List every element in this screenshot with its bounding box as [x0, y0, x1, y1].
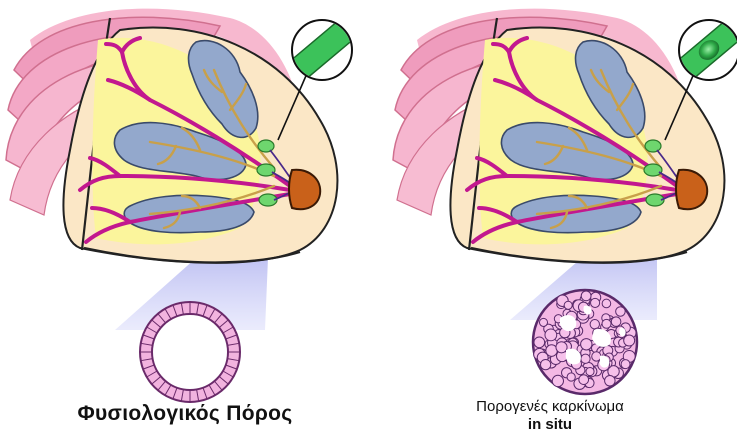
caption-normal-duct: Φυσιολογικός Πόρος: [20, 402, 350, 426]
caption-dcis-line1: Πορογενές καρκίνωμα: [400, 398, 700, 415]
tumor-cell: [581, 339, 592, 350]
tumor-cell: [540, 359, 550, 369]
dcis-duct-cross-section: [533, 290, 637, 394]
tumor-cell: [545, 329, 557, 341]
tumor-cell: [621, 360, 630, 369]
magnifier-normal: [291, 20, 354, 80]
tumor-cell: [592, 352, 601, 361]
tumor-cell: [590, 320, 599, 329]
tumor-cell: [611, 317, 621, 327]
tumor-cell: [586, 367, 594, 375]
tumor-cell: [605, 376, 615, 386]
tumor-cell: [579, 375, 589, 385]
tumor-cell: [567, 373, 575, 381]
tumor-cell: [564, 301, 572, 309]
tumor-cell: [581, 291, 591, 301]
normal-duct-cross-section: [140, 302, 240, 402]
tumor-cell: [534, 337, 545, 348]
tumor-cell: [624, 335, 635, 346]
dcis-breast-panel: [393, 9, 737, 394]
tumor-cell: [591, 298, 600, 307]
tumor-cell: [539, 318, 547, 326]
normal-breast-panel: [6, 9, 354, 402]
tumor-cell: [616, 307, 626, 317]
tumor-cell: [552, 375, 563, 386]
caption-dcis-line2: in situ: [400, 416, 700, 433]
tumor-cell: [581, 354, 590, 363]
tumor-cell: [602, 319, 611, 328]
tumor-cell: [556, 342, 567, 353]
magnifier-dcis: [678, 20, 737, 80]
tumor-cell: [602, 299, 611, 308]
